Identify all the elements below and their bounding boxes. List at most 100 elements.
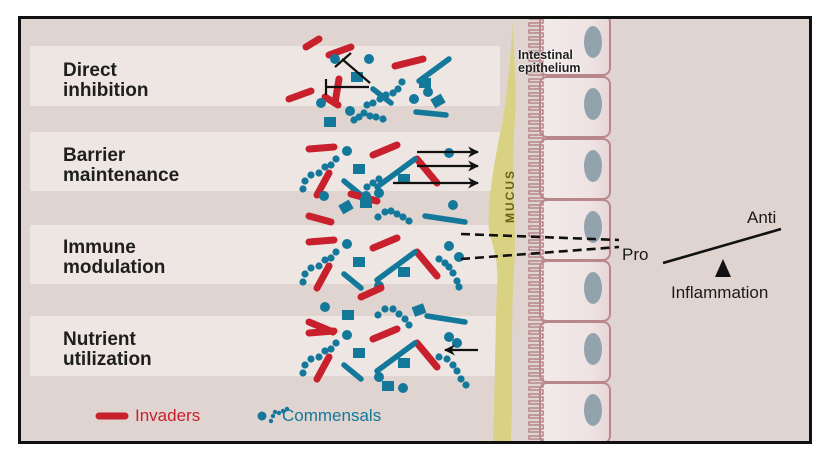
commensal-square [411,303,427,317]
legend-chain-icon [270,413,276,419]
commensal-chain-cell [332,339,340,347]
invader-rod [313,169,333,199]
commensal-chain-cell [379,115,387,123]
commensal-chain-cell [301,270,309,278]
commensal-chain-cell [387,207,395,215]
legend-icons [95,406,290,424]
commensal-chain-cell [299,369,307,377]
commensal-rod [370,86,394,106]
commensal-chain-cell [307,355,315,363]
balance-beam [662,227,782,265]
commensal-chain-cell [395,310,403,318]
legend-chain-icon [280,408,286,414]
epithelium-label: Intestinal epithelium [518,48,581,75]
commensal-square [351,72,363,82]
commensal-coccus [444,241,454,251]
commensal-chain-cell [398,78,406,86]
commensal-chain-cell [301,177,309,185]
inhibition-bar [334,52,352,68]
diagram-canvas [30,19,782,441]
commensal-rod [374,249,418,283]
commensal-chain-cell [405,321,413,329]
commensal-chain-cell [366,112,374,120]
commensal-square [342,310,354,320]
commensal-square [338,199,354,215]
invader-rod [302,35,323,51]
commensal-square [398,174,410,184]
commensal-chain-cell [455,283,463,291]
commensal-chain-cell [369,99,377,107]
bacteria [285,35,470,393]
cell-nucleus [584,394,602,426]
invader-rod [305,212,335,226]
commensal-coccus [342,239,352,249]
cell-nucleus [584,26,602,58]
label-barrier-maintenance: Barrier maintenance [63,145,180,186]
commensal-chain-cell [381,208,389,216]
legend-coccus-icon [257,411,267,421]
commensal-chain-cell [374,311,382,319]
commensal-chain-cell [405,217,413,225]
commensal-square [324,117,336,127]
commensal-square [382,381,394,391]
commensal-coccus [444,332,454,342]
figure-frame: Direct inhibition Barrier maintenance Im… [18,16,812,444]
invader-rod [305,327,338,337]
commensal-rod [413,109,449,118]
commensal-chain-cell [315,353,323,361]
commensal-chain-cell [462,381,470,389]
invader-rod [285,87,315,103]
commensal-chain-cell [401,315,409,323]
label-immune-modulation: Immune modulation [63,237,166,278]
intestinal-epithelium [528,19,611,441]
inflammation-label: Inflammation [671,283,769,302]
commensal-rod [416,56,452,84]
commensal-chain-cell [435,353,443,361]
commensal-chain-cell [299,185,307,193]
commensal-chain-cell [327,254,335,262]
cell-nucleus [584,272,602,304]
cell-nucleus [584,211,602,243]
commensal-coccus [374,372,384,382]
commensal-coccus [398,383,408,393]
commensal-coccus [342,330,352,340]
commensal-square [353,164,365,174]
commensal-chain-cell [389,89,397,97]
pro-label: Pro [622,245,649,264]
balance-fulcrum [715,259,731,277]
invader-rod [325,43,355,59]
commensal-chain-cell [394,85,402,93]
invader-rod [305,236,338,246]
commensal-chain-cell [315,169,323,177]
commensal-coccus [320,302,330,312]
commensal-square [360,198,372,208]
commensal-rod [341,362,364,382]
label-nutrient-utilization: Nutrient utilization [63,329,152,370]
commensal-chain-cell [382,91,390,99]
commensal-chain-cell [457,375,465,383]
commensal-chain-cell [327,345,335,353]
commensal-coccus [330,54,340,64]
invader-rod [413,248,441,280]
commensal-coccus [448,200,458,210]
commensal-chain-cell [369,179,377,187]
commensal-coccus [452,338,462,348]
cell-nucleus [584,88,602,120]
commensal-chain-cell [376,95,384,103]
mucus-label: MUCUS [503,169,517,223]
legend-chain-icon [268,418,274,424]
commensal-square [398,267,410,277]
commensal-square [430,93,446,109]
commensal-chain-cell [321,347,329,355]
commensal-chain-cell [445,263,453,271]
commensal-chain-cell [374,213,382,221]
legend-chain-icon [276,410,282,416]
invader-rod [357,284,385,301]
commensal-chain-cell [321,163,329,171]
commensal-coccus [409,94,419,104]
commensal-coccus [364,54,374,64]
commensal-rod [374,156,418,190]
commensal-chain-cell [389,305,397,313]
commensal-chain-cell [301,361,309,369]
commensal-rod [341,271,364,291]
